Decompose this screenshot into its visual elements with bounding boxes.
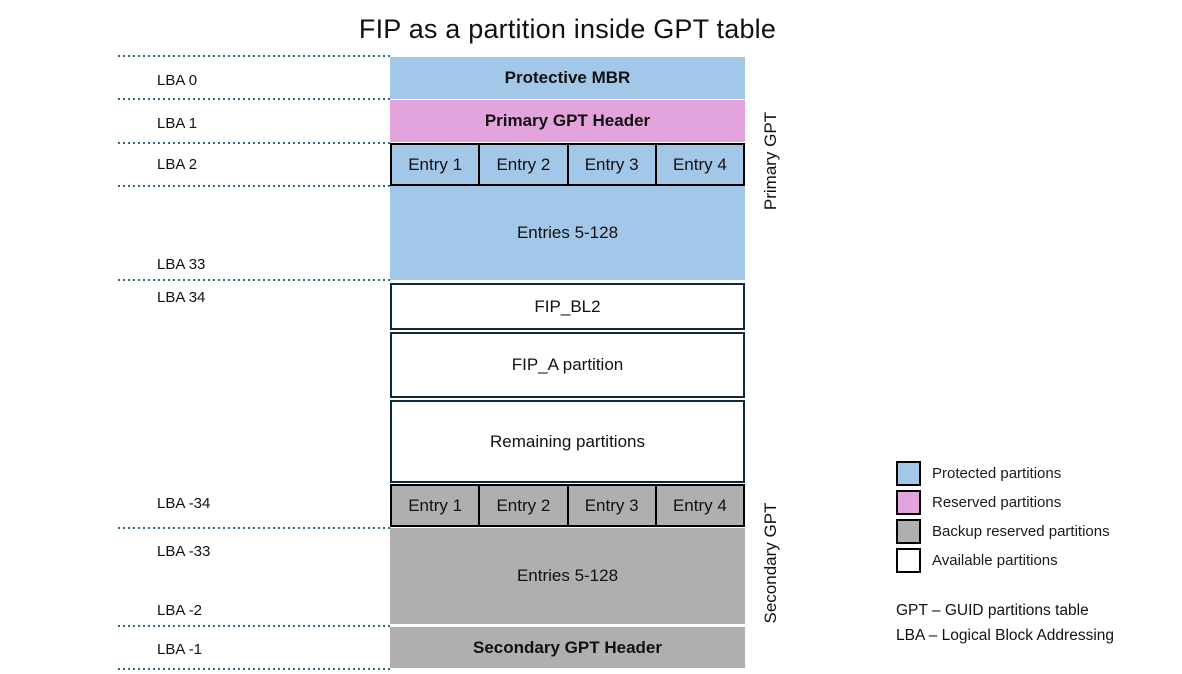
secondary-entry-cell-3: Entry 3	[566, 484, 657, 527]
secondary-entry-cell-2: Entry 2	[478, 484, 569, 527]
block-remaining-partitions: Remaining partitions	[390, 400, 745, 483]
primary-entry-cell-2: Entry 2	[478, 143, 569, 186]
dotted-line	[118, 279, 390, 281]
lba-label-minus-1: LBA -1	[157, 641, 203, 658]
note-lba-abbreviation: LBA – Logical Block Addressing	[896, 627, 1114, 644]
side-label-secondary-gpt: Secondary GPT	[761, 502, 780, 624]
legend-item-protected: Protected partitions	[896, 460, 1110, 486]
lba-label-minus-2: LBA -2	[157, 602, 203, 619]
dotted-line	[118, 98, 390, 100]
block-primary-gpt-header: Primary GPT Header	[390, 100, 745, 142]
dotted-line	[118, 625, 390, 627]
legend-label: Available partitions	[932, 551, 1058, 569]
block-secondary-entries-rest: Entries 5-128	[390, 528, 745, 624]
primary-entry-cell-4: Entry 4	[654, 143, 745, 186]
secondary-entry-cell-4: Entry 4	[654, 484, 745, 527]
legend-swatch-available	[896, 547, 921, 573]
side-label-primary-gpt: Primary GPT	[761, 111, 780, 211]
lba-label-2: LBA 2	[157, 156, 198, 173]
legend: Protected partitions Reserved partitions…	[896, 460, 1110, 577]
lba-label-1: LBA 1	[157, 115, 198, 132]
lba-label-minus-34: LBA -34	[157, 495, 211, 512]
legend-swatch-backup	[896, 518, 921, 544]
lba-label-34: LBA 34	[157, 289, 206, 306]
legend-item-backup: Backup reserved partitions	[896, 518, 1110, 544]
legend-swatch-protected	[896, 460, 921, 486]
secondary-entry-cell-1: Entry 1	[390, 484, 481, 527]
dotted-line	[118, 142, 390, 144]
lba-label-0: LBA 0	[157, 72, 198, 89]
block-fip-bl2: FIP_BL2	[390, 283, 745, 330]
dotted-line	[118, 668, 390, 670]
primary-entry-cell-3: Entry 3	[566, 143, 657, 186]
lba-label-33: LBA 33	[157, 256, 206, 273]
dotted-line	[118, 527, 390, 529]
dotted-line	[118, 185, 390, 187]
page-title: FIP as a partition inside GPT table	[358, 14, 777, 44]
note-gpt-abbreviation: GPT – GUID partitions table	[896, 602, 1089, 619]
block-secondary-entry-row: Entry 1 Entry 2 Entry 3 Entry 4	[390, 484, 745, 527]
lba-label-minus-33: LBA -33	[157, 543, 211, 560]
block-primary-entry-row: Entry 1 Entry 2 Entry 3 Entry 4	[390, 143, 745, 186]
block-secondary-gpt-header: Secondary GPT Header	[390, 627, 745, 668]
legend-label: Backup reserved partitions	[932, 522, 1110, 540]
legend-item-available: Available partitions	[896, 547, 1110, 573]
primary-entry-cell-1: Entry 1	[390, 143, 481, 186]
block-primary-entries-rest: Entries 5-128	[390, 186, 745, 280]
legend-swatch-reserved	[896, 489, 921, 515]
dotted-line	[118, 55, 390, 57]
block-protective-mbr: Protective MBR	[390, 57, 745, 99]
legend-label: Reserved partitions	[932, 493, 1062, 511]
legend-label: Protected partitions	[932, 464, 1062, 482]
block-fip-a-partition: FIP_A partition	[390, 332, 745, 398]
legend-item-reserved: Reserved partitions	[896, 489, 1110, 515]
